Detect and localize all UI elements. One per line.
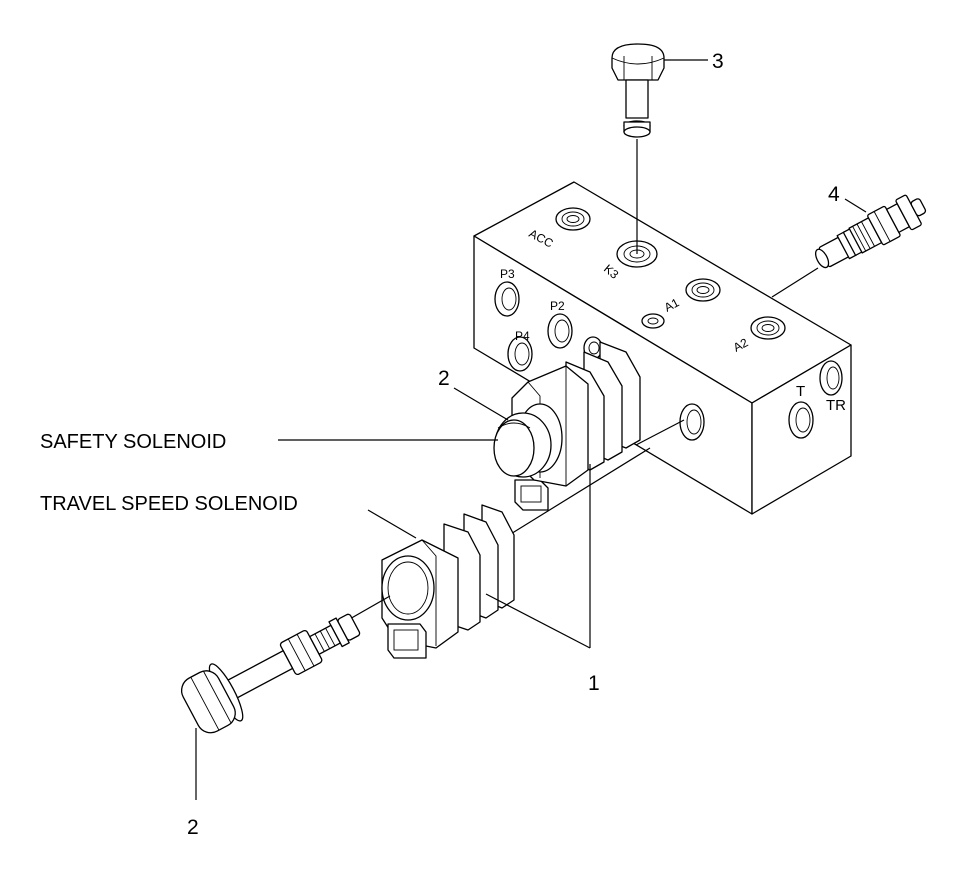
travel-speed-solenoid-coil xyxy=(381,447,651,659)
plug-hole xyxy=(641,313,665,329)
end-ports xyxy=(788,360,843,439)
callout-2-bottom: 2 xyxy=(187,816,199,839)
safety-solenoid-label: SAFETY SOLENOID xyxy=(40,431,226,453)
port-label-p2: P2 xyxy=(550,299,565,313)
plug-part-3 xyxy=(611,43,665,254)
port-a2-hole xyxy=(750,316,786,340)
travel-speed-solenoid-connector xyxy=(387,623,427,659)
callout-2-top: 2 xyxy=(438,367,450,390)
port-label-t: T xyxy=(796,383,805,400)
port-label-tr: TR xyxy=(826,397,846,414)
top-ports xyxy=(555,207,786,340)
valve-cartridge-part-2 xyxy=(180,595,391,734)
port-t-hole xyxy=(788,401,814,439)
travel-speed-solenoid-label: TRAVEL SPEED SOLENOID xyxy=(40,493,298,515)
safety-solenoid-nut xyxy=(493,403,563,478)
front-ports xyxy=(494,281,705,441)
port-p4-hole xyxy=(507,336,533,372)
port-p2-hole xyxy=(547,313,573,349)
callout-4: 4 xyxy=(828,183,840,206)
leader-lines xyxy=(195,59,867,800)
port-tr-hole xyxy=(819,360,843,396)
port-a1-hole xyxy=(685,278,721,302)
port-label-a1: A1 xyxy=(662,295,682,314)
callout-3: 3 xyxy=(712,50,724,73)
callout-1: 1 xyxy=(588,672,600,695)
port-acc-hole xyxy=(555,207,591,231)
port-label-p3: P3 xyxy=(500,267,515,281)
safety-solenoid-connector xyxy=(514,479,549,511)
safety-solenoid-coil xyxy=(493,341,685,511)
port-p3-hole xyxy=(494,281,520,317)
cartridge-part-4 xyxy=(771,194,927,298)
port-label-p4: P4 xyxy=(515,329,530,343)
front-cavity-hole xyxy=(679,403,705,441)
port-label-a2: A2 xyxy=(731,335,751,354)
